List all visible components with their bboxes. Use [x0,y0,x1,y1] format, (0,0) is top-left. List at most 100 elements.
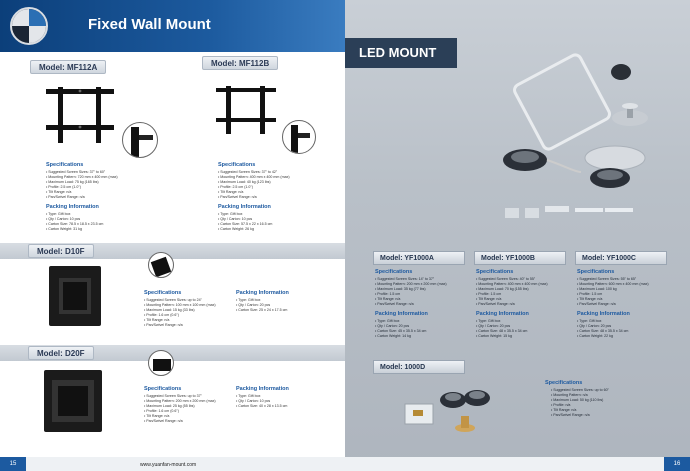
pack-item: • Carton Weight: 26 kg [218,227,254,231]
spec-item: • Suggested Screen Sizes: 37" to 42" [218,170,278,174]
spec-item: • Maximum Load: 100 kg [577,287,617,291]
pack-item: • Carton Weight: 22 kg [577,334,613,338]
spec-item: • Profile: 2.5 cm (1.0") [46,185,81,189]
left-header: Fixed Wall Mount [0,0,345,52]
model-tab-mf112b: Model: MF112B [202,56,279,70]
spec-item: • Suggested Screen Sizes: up to 60" [551,388,609,392]
yf1000c-spec-list: • Suggested Screen Sizes: 55" to 65" • M… [577,277,649,307]
yf1000a-spec-heading: Specifications [375,269,413,275]
spec-item: • Tilt Range: n/a [375,297,401,301]
d10f-band: Model: D10F [0,243,345,259]
spec-item: • Suggested Screen Sizes: 37" to 60" [46,170,106,174]
spec-item: • Profile: 1.5 cm [375,292,401,296]
pack-item: • Carton Size: 40 x 28 x 13.5 cm [236,404,288,408]
spec-item: • Tilt Range: n/a [218,190,244,194]
pack-item: • Qty / Carton: 10 pcs [218,217,253,221]
model-tab-d20f: Model: D20F [28,346,94,360]
spec-item: • Maximum Load: 75 kg (165 lbs) [46,180,99,184]
pack-item: • Carton Size: 25 x 24 x 17.5 cm [236,308,288,312]
d20f-band: Model: D20F [0,345,345,361]
spec-item: • Pan/Swivel Range: n/a [144,323,183,327]
spec-item: • Tilt Range: n/a [551,408,577,412]
spec-item: • Mounting Pattern: 200 mm x 200 mm (max… [375,282,447,286]
1000d-product-image [404,390,490,432]
pack-item: • Type: Gift box [577,319,602,323]
spec-item: • Mounting Pattern: 720 mm x 400 mm (max… [46,175,118,179]
spec-item: • Tilt Range: n/a [476,297,502,301]
pack-item: • Carton Weight: 15 kg [476,334,512,338]
page-number: 16 [664,457,690,471]
spec-item: • Maximum Load: 15 kg (33 lbs) [144,308,195,312]
led-mount-hero-image [503,53,648,218]
spec-item: • Maximum Load: 50 kg (110 lbs) [551,398,604,402]
d20f-pack-heading: Packing Information [236,386,289,392]
pack-item: • Type: Gift box [375,319,400,323]
spec-item: • Pan/Swivel Range: n/a [144,419,183,423]
yf1000c-pack-list: • Type: Gift box • Qty / Carton: 20 pcs … [577,319,628,339]
mf112a-pack-list: • Type: Gift box • Qty / Carton: 10 pcs … [46,212,103,232]
spec-item: • Maximum Load: 25 kg (55 lbs) [144,404,195,408]
yf1000b-pack-heading: Packing Information [476,311,529,317]
spec-item: • Tilt Range: n/a [144,414,170,418]
spec-item: • Profile: 1.5 cm [577,292,603,296]
d20f-detail-zoom [148,350,174,376]
pack-item: • Qty / Carton: 10 pcs [236,399,271,403]
spec-item: • Tilt Range: n/a [144,318,170,322]
right-footer: 16 [345,457,690,471]
spec-item: • Mounting Pattern: 600 mm x 400 mm (max… [577,282,649,286]
spec-item: • Maximum Load: 35 kg (77 lbs) [375,287,426,291]
spec-item: • Maximum Load: 40 kg (123 lbs) [218,180,271,184]
pack-item: • Qty / Carton: 20 pcs [375,324,410,328]
pack-item: • Type: Gift box [218,212,243,216]
spec-item: • Suggested Screen Sizes: up to 37" [144,394,202,398]
pack-item: • Carton Size: 57.5 x 22 x 16.5 cm [218,222,273,226]
spec-item: • Suggested Screen Sizes: 55" to 65" [577,277,637,281]
yf1000a-pack-list: • Type: Gift box • Qty / Carton: 20 pcs … [375,319,426,339]
yf1000a-pack-heading: Packing Information [375,311,428,317]
d20f-spec-heading: Specifications [144,386,182,392]
mf112b-bracket-image [216,86,276,134]
right-page: LED MOUNT Model: YF1000A Specifications [345,0,690,471]
mf112b-detail-zoom [282,120,316,154]
mf112b-spec-heading: Specifications [218,162,256,168]
spec-item: • Profile: n/a [551,403,571,407]
1000d-spec-list: • Suggested Screen Sizes: up to 60" • Mo… [551,388,609,418]
yf1000b-spec-heading: Specifications [476,269,514,275]
model-tab-yf1000b: Model: YF1000B [474,251,566,265]
spec-item: • Mounting Pattern: 200 mm x 200 mm (max… [144,399,216,403]
mf112b-spec-list: • Suggested Screen Sizes: 37" to 42" • M… [218,170,290,200]
pack-item: • Carton Weight: 14 kg [375,334,411,338]
pack-item: • Carton Weight: 31 kg [46,227,82,231]
d20f-plate-image [44,370,102,432]
pack-item: • Carton Size: 48 x 35.5 x 34 cm [577,329,629,333]
spec-item: • Pan/Swivel Range: n/a [577,302,616,306]
mf112b-pack-heading: Packing Information [218,204,271,210]
spec-item: • Pan/Swivel Range: n/a [218,195,257,199]
pack-item: • Qty / Carton: 20 pcs [577,324,612,328]
page-number: 15 [0,457,26,471]
d10f-plate-image [49,266,101,326]
spec-item: • Tilt Range: n/a [577,297,603,301]
1000d-spec-heading: Specifications [545,380,583,386]
left-footer: 15 www.yuanfan-mount.com [0,457,345,471]
spec-item: • Profile: 2.5 cm (1.0") [218,185,253,189]
yf1000b-spec-list: • Suggested Screen Sizes: 40" to 55" • M… [476,277,548,307]
spec-item: • Pan/Swivel Range: n/a [551,413,590,417]
yf1000b-pack-list: • Type: Gift box • Qty / Carton: 20 pcs … [476,319,527,339]
mf112a-spec-heading: Specifications [46,162,84,168]
pack-item: • Type: Gift box [236,394,261,398]
pack-item: • Qty / Carton: 20 pcs [476,324,511,328]
model-tab-d10f: Model: D10F [28,244,94,258]
left-page: Fixed Wall Mount Model: MF112A Specifica… [0,0,345,471]
pack-item: • Carton Size: 45 x 35.5 x 34 cm [375,329,427,333]
mf112a-pack-heading: Packing Information [46,204,99,210]
pack-item: • Qty / Carton: 10 pcs [46,217,81,221]
pack-item: • Carton Size: 48 x 35.5 x 34 cm [476,329,528,333]
spec-item: • Mounting Pattern: 400 mm x 400 mm (max… [476,282,548,286]
spec-item: • Pan/Swivel Range: n/a [46,195,85,199]
website-url[interactable]: www.yuanfan-mount.com [140,462,197,468]
mf112a-spec-list: • Suggested Screen Sizes: 37" to 60" • M… [46,170,118,200]
yf1000a-spec-list: • Suggested Screen Sizes: 14" to 37" • M… [375,277,447,307]
spec-item: • Pan/Swivel Range: n/a [375,302,414,306]
